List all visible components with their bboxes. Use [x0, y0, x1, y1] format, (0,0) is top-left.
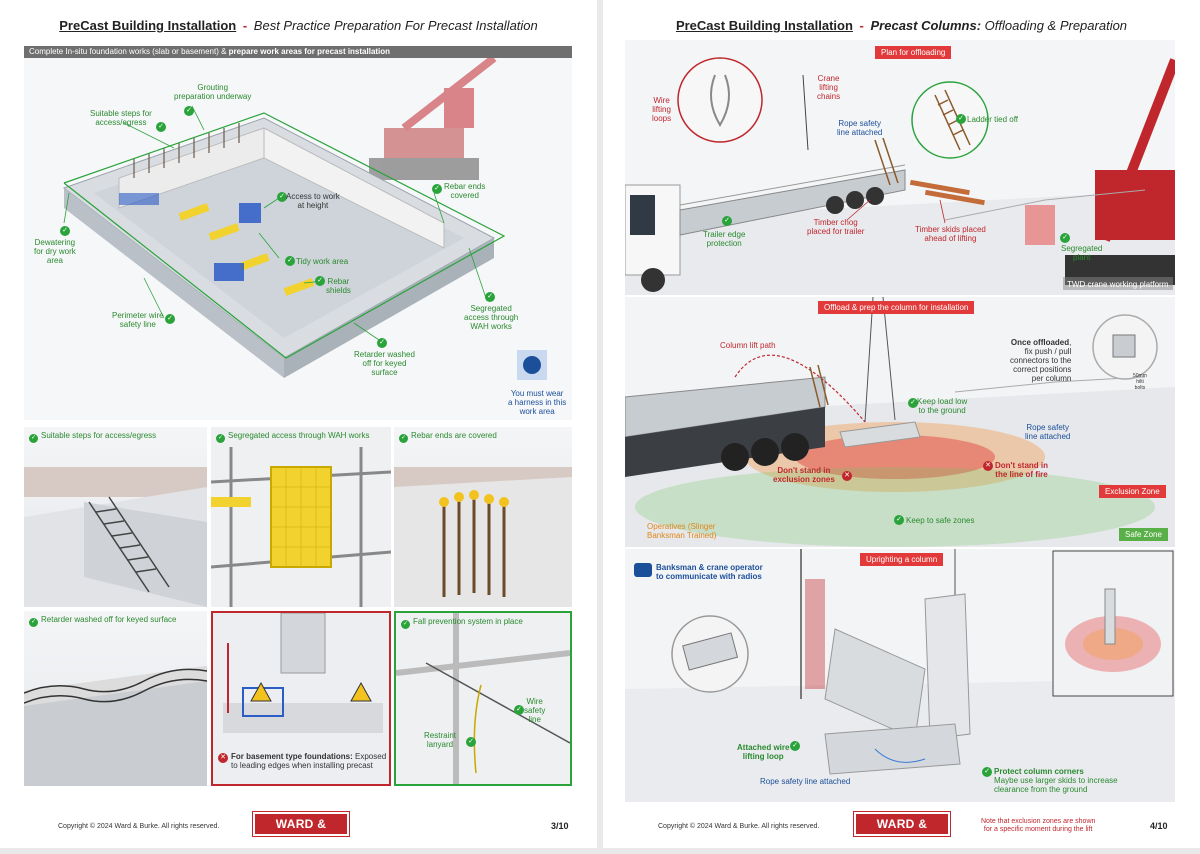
right-page: PreCast Building Installation - Precast … — [603, 0, 1200, 851]
label-twd: TWD crane working platform — [1067, 280, 1169, 289]
label-keep-low: Keep load low to the ground — [917, 397, 968, 415]
check-icon: ✓ — [790, 741, 800, 751]
label-rope-line-3: Rope safety line attached — [760, 777, 851, 786]
label-wire-loop: Attached wire lifting loop — [737, 743, 790, 761]
uprighting-scene: Uprighting a column Banksman & crane ope… — [625, 549, 1175, 802]
thumb-fall-prevention: ✓Fall prevention system in place ✓ Wire … — [394, 611, 572, 786]
label-lanyard: Restraint lanyard — [424, 731, 457, 749]
thumb-retarder: ✓Retarder washed off for keyed surface — [24, 611, 207, 786]
cross-icon: ✕ — [842, 471, 852, 481]
label-safe-zones: Keep to safe zones — [906, 516, 975, 525]
offload-prep-scene: Offload & prep the column for installati… — [625, 297, 1175, 547]
foundation-illustration — [62, 58, 547, 380]
check-icon: ✓ — [956, 114, 966, 124]
right-page-title: PreCast Building Installation - Precast … — [675, 18, 1128, 33]
label-segregated: Segregated access through WAH works — [464, 304, 519, 331]
check-icon: ✓ — [277, 192, 287, 202]
left-page-title: PreCast Building Installation - Best Pra… — [59, 18, 538, 33]
label-bolts: 50mm hilti bolts — [1133, 373, 1147, 391]
label-wire-line: Wire safety line — [524, 697, 546, 724]
check-icon: ✓ — [184, 106, 194, 116]
check-icon: ✓ — [401, 620, 410, 629]
label-basement: For basement type foundations: Exposed t… — [231, 752, 387, 770]
label-grouting: Grouting preparation underway — [174, 83, 252, 101]
label-rebar-ends: Rebar ends covered — [444, 182, 486, 200]
page-number: 3/10 — [551, 821, 569, 831]
banner-offload-prep: Offload & prep the column for installati… — [818, 301, 975, 314]
thumb-steps: ✓Suitable steps for access/egress — [24, 427, 207, 607]
logo: WARD & BURKE — [252, 811, 350, 851]
check-icon: ✓ — [315, 276, 325, 286]
cross-icon: ✕ — [983, 461, 993, 471]
thumb-basement: ✕ For basement type foundations: Exposed… — [211, 611, 391, 786]
label-no-exclusion: Don't stand in exclusion zones — [773, 466, 835, 484]
check-icon: ✓ — [722, 216, 732, 226]
label-segregated-plant: Segregated plant — [1061, 244, 1103, 262]
left-page: PreCast Building Installation - Best Pra… — [0, 0, 597, 851]
copyright: Copyright © 2024 Ward & Burke. All right… — [58, 823, 220, 830]
foundation-scene: ✓ Grouting preparation underway ✓ Suitab… — [24, 58, 572, 420]
check-icon: ✓ — [908, 398, 918, 408]
copyright: Copyright © 2024 Ward & Burke. All right… — [658, 823, 820, 830]
check-icon: ✓ — [466, 737, 476, 747]
thumb-rebar-covered: ✓Rebar ends are covered — [394, 427, 572, 607]
legend-safe-zone: Safe Zone — [1119, 528, 1168, 541]
label-rebar-shields: Rebar shields — [326, 277, 351, 295]
check-icon: ✓ — [29, 434, 38, 443]
footer-note: Note that exclusion zones are shown for … — [981, 818, 1096, 833]
offloading-plan-scene: Plan for offloading Wire lifting loops C… — [625, 40, 1175, 295]
label-dewatering: Dewatering for dry work area — [34, 238, 76, 265]
label-tidy: Tidy work area — [296, 257, 349, 266]
section-bar: Complete In-situ foundation works (slab … — [24, 46, 572, 58]
label-radios: Banksman & crane operator to communicate… — [656, 563, 763, 581]
label-access-height: Access to work at height — [286, 192, 340, 210]
check-icon: ✓ — [1060, 233, 1070, 243]
banner-plan-offloading: Plan for offloading — [875, 46, 952, 59]
check-icon: ✓ — [60, 226, 70, 236]
check-icon: ✓ — [894, 515, 904, 525]
label-no-fire: Don't stand in the line of fire — [995, 461, 1049, 479]
check-icon: ✓ — [377, 338, 387, 348]
label-retarder: Retarder washed off for keyed surface — [354, 350, 415, 377]
cross-icon: ✕ — [218, 753, 228, 763]
check-icon: ✓ — [485, 292, 495, 302]
label-lift-path: Column lift path — [720, 341, 776, 350]
check-icon: ✓ — [399, 434, 408, 443]
check-icon: ✓ — [216, 434, 225, 443]
label-trailer-edge: Trailer edge protection — [703, 230, 746, 248]
label-steps: Suitable steps for access/egress — [90, 109, 152, 127]
label-rope-line: Rope safety line attached — [837, 119, 883, 137]
label-harness: You must wear a harness in this work are… — [508, 389, 567, 416]
label-rope-line-2: Rope safety line attached — [1025, 423, 1071, 441]
radio-icon — [634, 563, 652, 577]
check-icon: ✓ — [156, 122, 166, 132]
check-icon: ✓ — [285, 256, 295, 266]
label-timber-skids: Timber skids placed ahead of lifting — [915, 225, 986, 243]
page-number: 4/10 — [1150, 821, 1168, 831]
logo: WARD & BURKE — [853, 811, 951, 851]
check-icon: ✓ — [982, 767, 992, 777]
check-icon: ✓ — [514, 705, 524, 715]
label-once-offloaded: Once offloaded, fix push / pull connecto… — [1010, 338, 1072, 383]
check-icon: ✓ — [29, 618, 38, 627]
legend-exclusion-zone: Exclusion Zone — [1099, 485, 1166, 498]
label-crane-chains: Crane lifting chains — [817, 74, 841, 101]
banner-uprighting: Uprighting a column — [860, 553, 944, 566]
label-operatives: Operatives (Slinger Banksman Trained) — [647, 522, 717, 540]
label-timber-chog: Timber chog placed for trailer — [807, 218, 865, 236]
label-wire-loops: Wire lifting loops — [652, 96, 672, 123]
label-ladder: Ladder tied off — [967, 115, 1019, 124]
check-icon: ✓ — [432, 184, 442, 194]
label-perimeter: Perimeter wire safety line — [112, 311, 164, 329]
check-icon: ✓ — [165, 314, 175, 324]
thumb-segregated: ✓Segregated access through WAH works — [211, 427, 391, 607]
